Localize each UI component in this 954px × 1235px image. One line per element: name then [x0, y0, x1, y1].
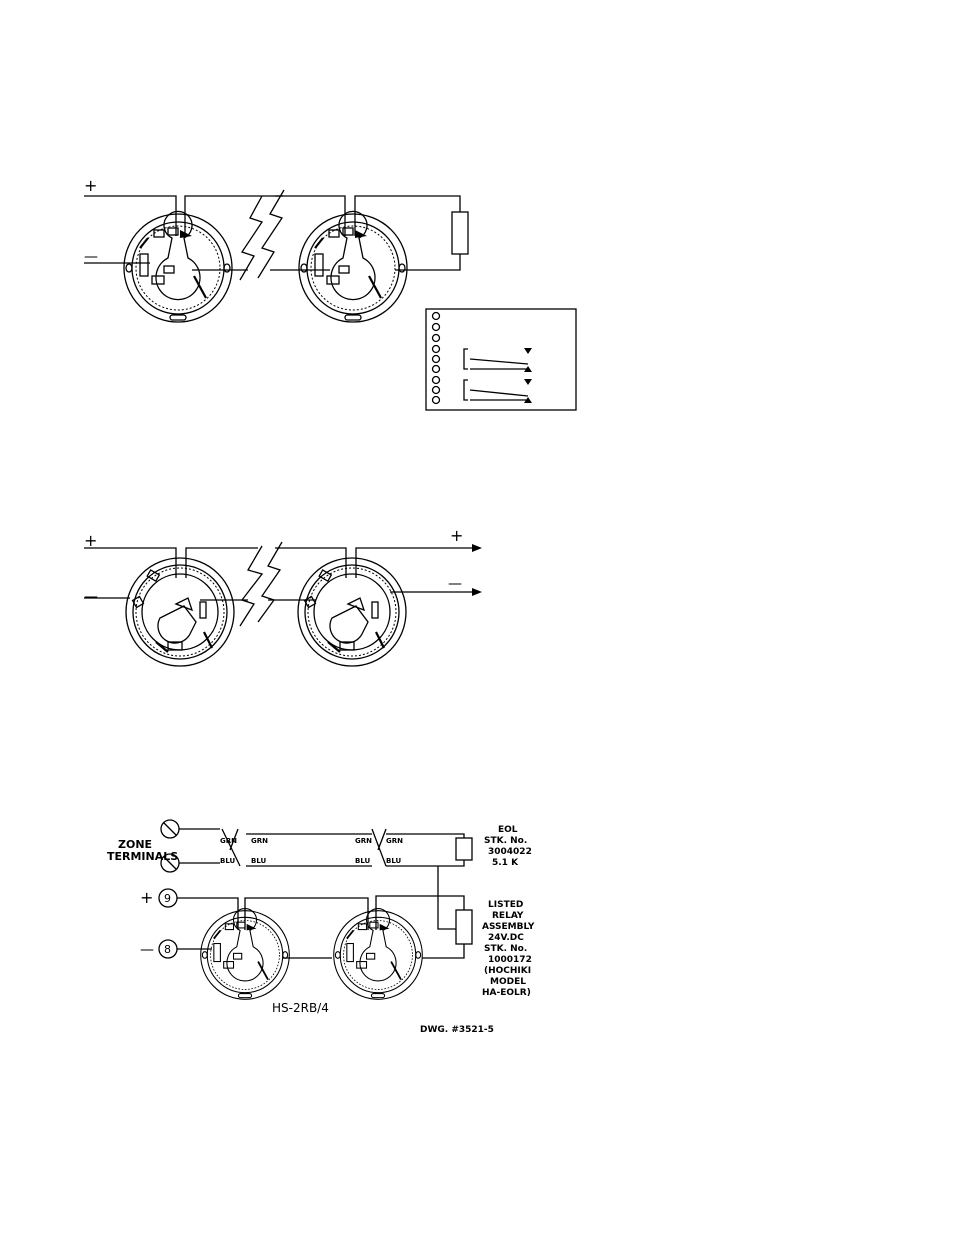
plus-in-label: +	[84, 531, 97, 550]
relay-contacts	[464, 348, 532, 403]
minus-out-label: —	[448, 576, 462, 592]
wire-break-symbol	[258, 542, 282, 622]
minus-label: —	[140, 942, 154, 958]
relay-assembly	[456, 910, 472, 944]
zone-terminal-screw-top	[161, 820, 179, 838]
detector-base-2	[299, 211, 407, 322]
detector-base-4	[298, 558, 406, 666]
detector-base-5	[201, 909, 290, 1000]
blu-label: BLU	[251, 857, 267, 865]
relay-label-line: LISTED	[488, 900, 523, 910]
eol-resistor	[456, 838, 472, 860]
plus-label: +	[140, 888, 153, 907]
plus-wire-out	[185, 196, 283, 236]
blu-label: BLU	[386, 857, 402, 865]
relay-label-line: 1000172	[488, 955, 532, 965]
eol-resistor	[452, 212, 468, 254]
terminal-circles	[433, 313, 440, 404]
eol-stk-number: 3004022	[488, 847, 532, 857]
wire-break-symbol	[240, 546, 262, 626]
grn-label: GRN	[220, 837, 237, 845]
grn-label: GRN	[386, 837, 403, 845]
wire-break-symbol	[240, 196, 262, 280]
blu-label: BLU	[355, 857, 371, 865]
relay-label-line: RELAY	[492, 911, 524, 921]
plus-wire-eol	[355, 196, 460, 236]
detector-base-6	[334, 909, 423, 1000]
eol-label: EOL	[498, 825, 518, 835]
plus-out-arrow	[472, 544, 482, 552]
relay-label-line: STK. No.	[484, 944, 527, 954]
plus-out-label: +	[450, 526, 463, 545]
detector-base-1	[124, 211, 232, 322]
diagram-2-pass-through: + — + —	[84, 526, 482, 666]
wire-break-symbol	[258, 190, 284, 278]
grn-label: GRN	[355, 837, 372, 845]
minus-out-arrow	[472, 588, 482, 596]
relay-label-line: ASSEMBLY	[482, 922, 535, 932]
diagram-1-two-wire-with-eol: + —	[84, 176, 576, 410]
minus-in-label: —	[84, 589, 98, 605]
diagram-3-zone-with-relay: ZONE TERMINALS GRN GRN GRN GRN BLU BLU B…	[107, 820, 535, 1035]
grn-label: GRN	[251, 837, 268, 845]
blu-label: BLU	[220, 857, 236, 865]
terminal-9-label: 9	[164, 892, 171, 905]
drawing-number: DWG. #3521-5	[420, 1025, 494, 1035]
relay-label-line: 24V.DC	[488, 933, 524, 943]
eol-stk-label: STK. No.	[484, 836, 527, 846]
eol-resistance: 5.1 K	[492, 858, 519, 868]
terminal-block-box	[426, 309, 576, 410]
base-model-label: HS-2RB/4	[272, 1001, 329, 1015]
plus-terminal-label: +	[84, 176, 97, 195]
relay-label-line: HA-EOLR)	[482, 988, 531, 998]
relay-label-line: (HOCHIKI	[484, 966, 531, 976]
detector-base-3	[126, 558, 234, 666]
relay-label-line: MODEL	[490, 977, 526, 987]
terminal-8-label: 8	[164, 943, 171, 956]
